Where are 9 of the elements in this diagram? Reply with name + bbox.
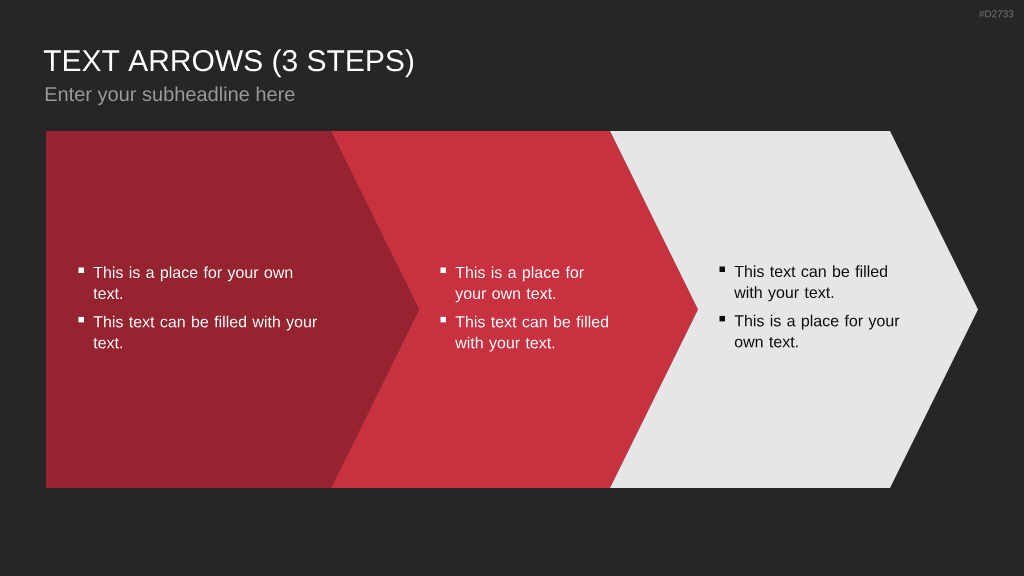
subheadline: Enter your subheadline here	[45, 86, 295, 106]
bullet-text: This text can be filled with your text.	[734, 265, 887, 302]
bullet-text: This is a place for your own text.	[734, 314, 900, 348]
bullet-text: This is a place for your own text.	[93, 266, 293, 300]
slide-title: TEXT ARROWS (3 STEPS)	[43, 49, 414, 78]
bullet-text: This is a place for your own text.	[455, 266, 584, 303]
bullet-text: This text can be filled with your text.	[455, 315, 608, 352]
reference-code: #D2733	[978, 10, 1014, 18]
bullet-text: This text can be filled with your text.	[93, 315, 317, 349]
